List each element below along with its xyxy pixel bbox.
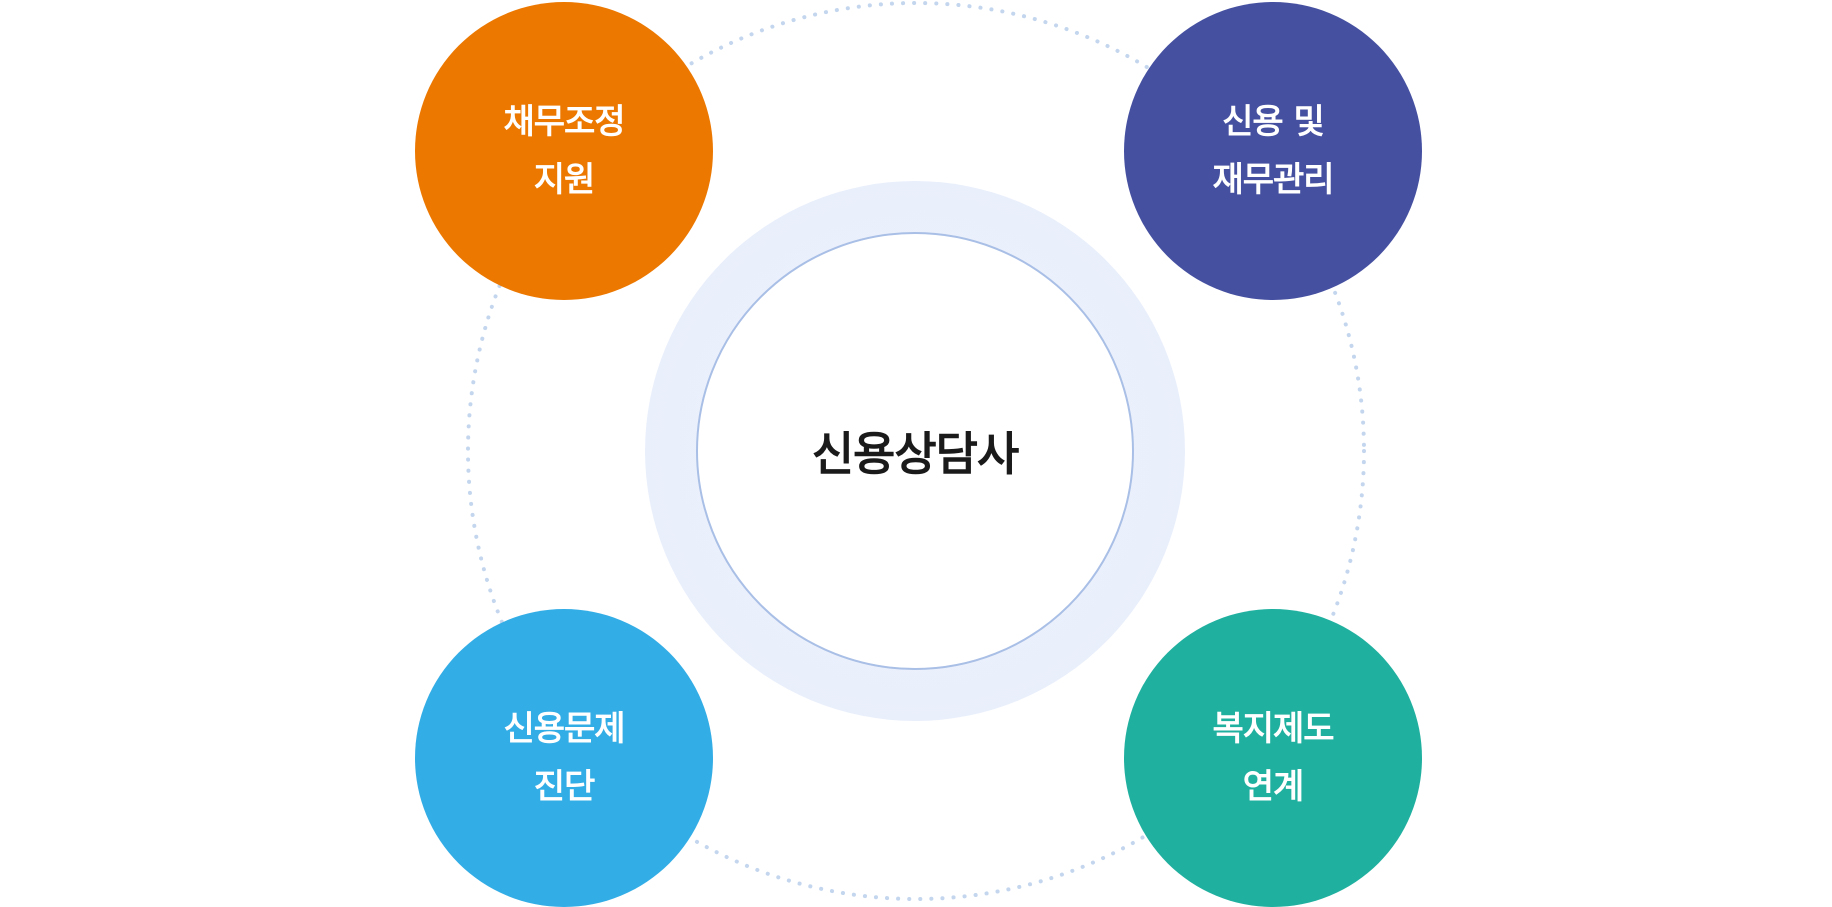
node-credit-diagnosis: 신용문제 진단 — [415, 609, 713, 907]
node-debt-adjustment: 채무조정 지원 — [415, 2, 713, 300]
node-credit-diagnosis-line1: 신용문제 — [503, 709, 625, 749]
node-credit-finance: 신용 및 재무관리 — [1124, 2, 1422, 300]
node-welfare-link-line1: 복지제도 — [1212, 709, 1334, 749]
center-circle: 신용상담사 — [696, 232, 1134, 670]
center-title: 신용상담사 — [811, 427, 1020, 481]
node-debt-adjustment-line1: 채무조정 — [503, 102, 625, 142]
node-credit-finance-line1: 신용 및 — [1222, 102, 1325, 142]
node-credit-diagnosis-line2: 진단 — [533, 767, 596, 807]
node-debt-adjustment-line2: 지원 — [533, 160, 596, 200]
node-credit-finance-line2: 재무관리 — [1212, 160, 1334, 200]
node-welfare-link: 복지제도 연계 — [1124, 609, 1422, 907]
node-welfare-link-line2: 연계 — [1242, 767, 1305, 807]
